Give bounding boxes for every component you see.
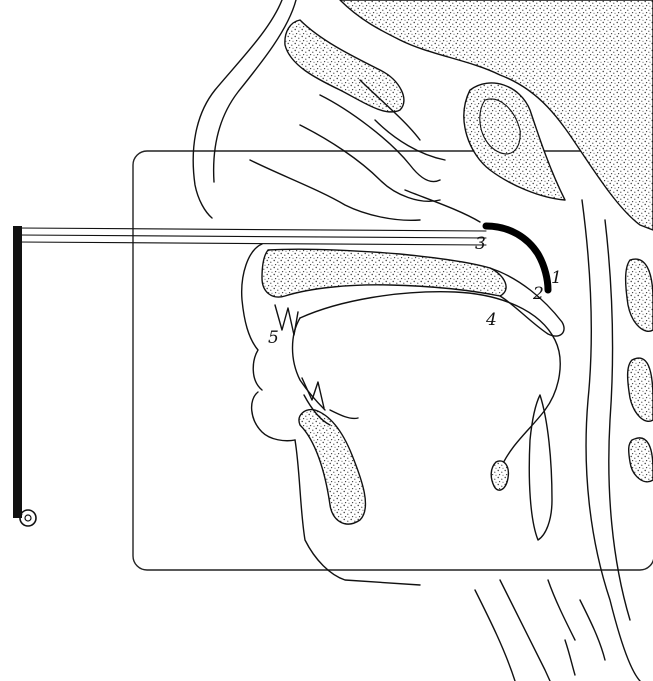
probe-rods xyxy=(18,228,486,245)
label-5: 5 xyxy=(268,328,279,348)
handle xyxy=(13,226,36,526)
mandible xyxy=(299,410,365,524)
label-2: 2 xyxy=(532,284,544,304)
pharynx-and-spine xyxy=(582,200,653,681)
label-1: 1 xyxy=(551,268,562,288)
outer-frame xyxy=(133,151,653,570)
label-4: 4 xyxy=(485,310,497,330)
incisors xyxy=(275,305,358,425)
larynx xyxy=(491,395,552,540)
skull-base xyxy=(193,0,653,230)
label-3: 3 xyxy=(475,234,486,254)
neck-structures xyxy=(475,580,605,681)
